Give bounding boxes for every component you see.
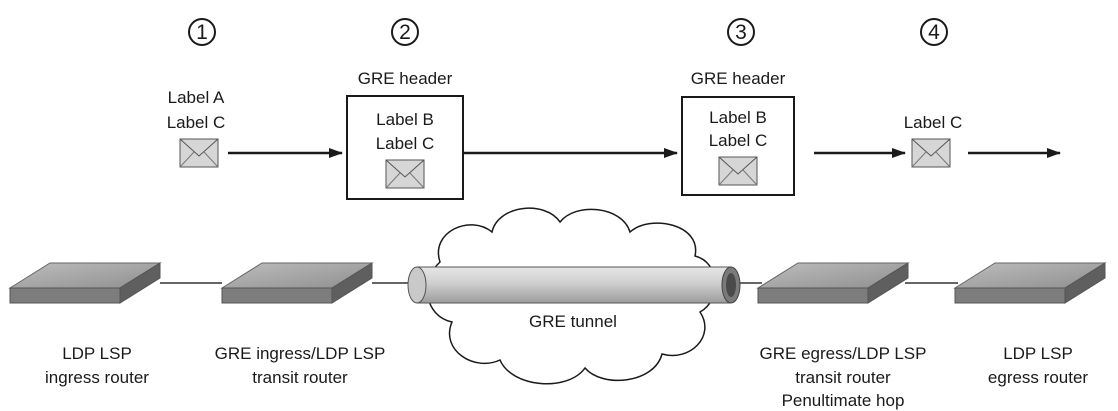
step-4-number: 4 [928,21,940,44]
step-3-number: 3 [735,21,747,44]
packet-1-label-c: Label C [167,113,226,132]
envelope-icon [911,138,951,168]
router-3-label-line-1: GRE egress/LDP LSP [760,344,927,363]
router-2-label-line-1: GRE ingress/LDP LSP [215,344,386,363]
router-1-label-line-1: LDP LSP [62,344,132,363]
packet-2-label-b: Label B [376,110,434,129]
packet-3-gre-header: GRE header [691,69,786,88]
router-4-label-line-2: egress router [988,368,1088,387]
packet-1: Label A Label C [167,88,226,168]
packet-3: GRE header Label B Label C [681,69,795,196]
step-3-marker: 3 [727,18,755,46]
step-1-number: 1 [196,21,208,44]
packet-3-label-b: Label B [709,108,767,127]
router-ldp-egress [953,262,1107,304]
packet-4: Label C [904,113,963,168]
step-2-number: 2 [399,21,411,44]
router-4-label-line-1: LDP LSP [1003,344,1073,363]
packet-2-label-c: Label C [376,134,435,153]
envelope-icon [385,159,425,189]
router-3-label-line-2: transit router [795,368,891,387]
router-1-label-line-2: ingress router [45,368,149,387]
router-ldp-ingress [8,262,162,304]
packet-3-label-c: Label C [709,131,768,150]
gre-tunnel-label: GRE tunnel [529,312,617,331]
packet-1-label-a: Label A [168,88,225,107]
packet-2-gre-header: GRE header [358,69,453,88]
envelope-icon [718,156,758,186]
router-2-label-line-2: transit router [252,368,348,387]
router-gre-egress [756,262,910,304]
router-3-label-line-3: Penultimate hop [782,391,905,410]
envelope-icon [179,138,219,168]
router-gre-ingress [220,262,374,304]
packet-2: GRE header Label B Label C [346,69,464,200]
step-2-marker: 2 [391,18,419,46]
packet-4-label-c: Label C [904,113,963,132]
step-1-marker: 1 [188,18,216,46]
gre-tunnel-tube [407,266,741,304]
step-4-marker: 4 [920,18,948,46]
